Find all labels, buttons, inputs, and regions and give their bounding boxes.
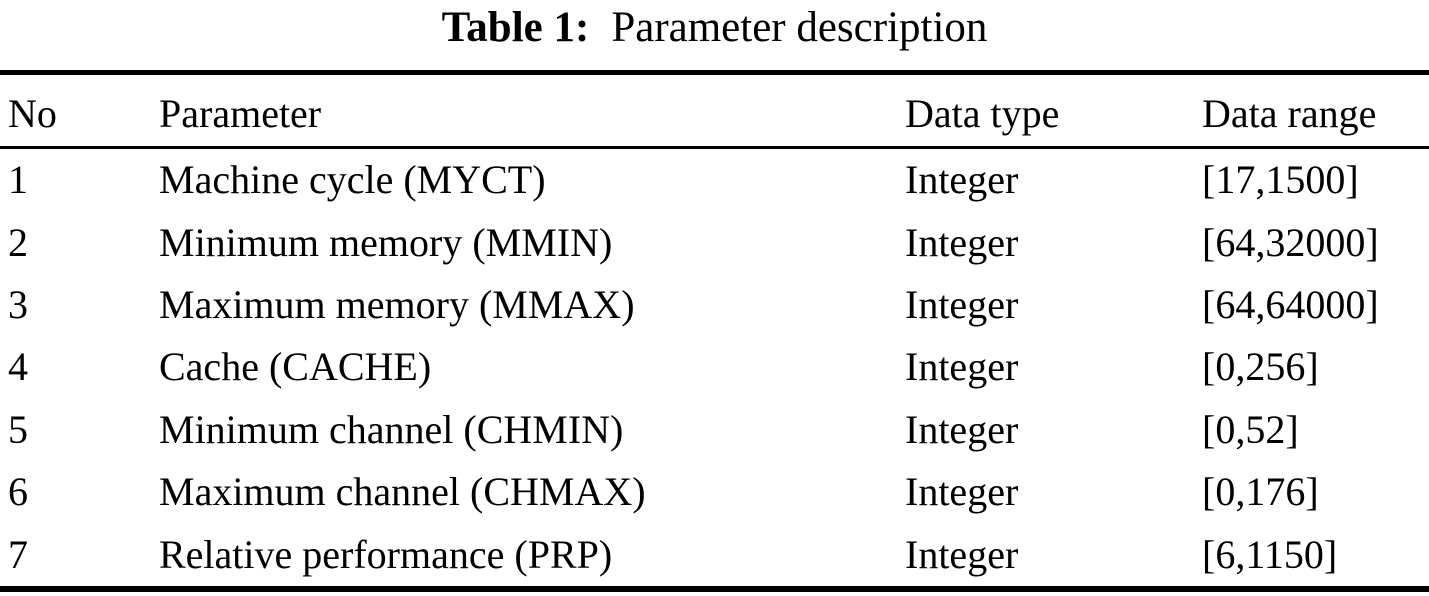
table-row: 1 Machine cycle (MYCT) Integer [17,1500] bbox=[0, 149, 1429, 211]
table-bottom-rule bbox=[0, 586, 1429, 592]
table-row: 6 Maximum channel (CHMAX) Integer [0,176… bbox=[0, 461, 1429, 523]
cell-parameter: Minimum memory (MMIN) bbox=[159, 219, 613, 265]
cell-no: 5 bbox=[8, 406, 28, 452]
cell-data-type: Integer bbox=[905, 344, 1019, 390]
cell-data-type: Integer bbox=[905, 282, 1019, 328]
cell-data-range: [64,32000] bbox=[1202, 219, 1379, 265]
table-caption-text: Parameter description bbox=[611, 4, 988, 51]
cell-parameter: Relative performance (PRP) bbox=[159, 531, 613, 577]
cell-data-type: Integer bbox=[905, 469, 1019, 515]
cell-parameter: Minimum channel (CHMIN) bbox=[159, 406, 624, 452]
table-row: 4 Cache (CACHE) Integer [0,256] bbox=[0, 336, 1429, 398]
cell-no: 3 bbox=[8, 282, 28, 328]
cell-data-range: [17,1500] bbox=[1202, 157, 1359, 203]
cell-no: 2 bbox=[8, 219, 28, 265]
cell-data-range: [64,64000] bbox=[1202, 282, 1379, 328]
table-body: 1 Machine cycle (MYCT) Integer [17,1500]… bbox=[0, 149, 1429, 586]
cell-parameter: Maximum channel (CHMAX) bbox=[159, 469, 646, 515]
column-header-data-type: Data type bbox=[905, 90, 1060, 136]
cell-no: 4 bbox=[8, 344, 28, 390]
cell-data-type: Integer bbox=[905, 157, 1019, 203]
table-top-rule bbox=[0, 70, 1429, 75]
cell-data-type: Integer bbox=[905, 406, 1019, 452]
cell-no: 7 bbox=[8, 531, 28, 577]
cell-data-range: [0,256] bbox=[1202, 344, 1319, 390]
cell-data-type: Integer bbox=[905, 531, 1019, 577]
cell-no: 6 bbox=[8, 469, 28, 515]
cell-parameter: Cache (CACHE) bbox=[159, 344, 432, 390]
table-row: 7 Relative performance (PRP) Integer [6,… bbox=[0, 524, 1429, 586]
cell-data-type: Integer bbox=[905, 219, 1019, 265]
table-header-rule bbox=[0, 146, 1429, 149]
cell-no: 1 bbox=[8, 157, 28, 203]
cell-data-range: [0,52] bbox=[1202, 406, 1299, 452]
column-header-no: No bbox=[8, 90, 57, 136]
cell-data-range: [6,1150] bbox=[1202, 531, 1338, 577]
table-header-row: No Parameter Data type Data range bbox=[0, 75, 1429, 146]
column-header-parameter: Parameter bbox=[159, 90, 322, 136]
cell-parameter: Maximum memory (MMAX) bbox=[159, 282, 635, 328]
table-caption-label: Table 1: bbox=[441, 4, 590, 51]
table-row: 3 Maximum memory (MMAX) Integer [64,6400… bbox=[0, 274, 1429, 336]
table-row: 5 Minimum channel (CHMIN) Integer [0,52] bbox=[0, 399, 1429, 461]
cell-parameter: Machine cycle (MYCT) bbox=[159, 157, 546, 203]
cell-data-range: [0,176] bbox=[1202, 469, 1319, 515]
table-caption: Table 1: Parameter description bbox=[0, 0, 1429, 69]
column-header-data-range: Data range bbox=[1202, 90, 1377, 136]
table-row: 2 Minimum memory (MMIN) Integer [64,3200… bbox=[0, 211, 1429, 273]
